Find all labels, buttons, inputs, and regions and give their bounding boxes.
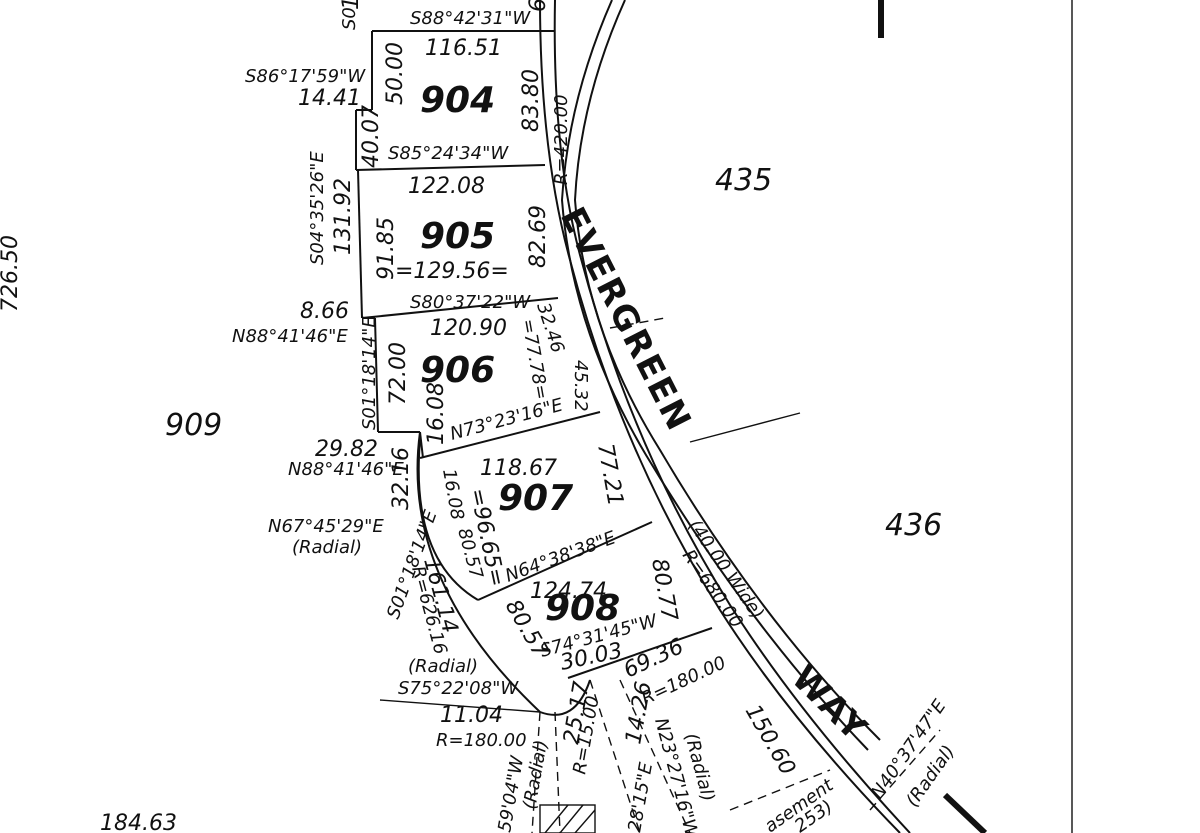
lot907-inner-dim: 16.08: [438, 467, 468, 521]
radial-dash-5: [729, 769, 831, 811]
lot906-bottom: [419, 411, 601, 459]
lot-907-label: 907: [498, 478, 573, 519]
block-435-label: 435: [715, 163, 772, 198]
lot906-inner-dim: 16.08: [424, 382, 449, 445]
lot904-left-dim: 50.00: [383, 42, 408, 105]
jog1-bearing: S86°17'59"W: [245, 66, 366, 87]
jog2-bearing: N88°41'46"E: [232, 326, 348, 347]
radial-dash-2: [554, 711, 561, 833]
lot905-top-dim: 122.08: [408, 174, 485, 199]
jog2-dist: 8.66: [300, 299, 349, 324]
west-dist: 131.92: [331, 178, 356, 255]
street-inner-edge: [539, 0, 901, 833]
lot908-top-dim: 124.74: [530, 579, 607, 604]
lot907-bottom: [477, 521, 653, 601]
lot906-left-dim: 72.00: [386, 342, 411, 405]
top-s03: S0: [339, 7, 360, 30]
radial-dash-6: [869, 729, 941, 811]
lot905-left-dim: 91.85: [374, 217, 399, 280]
lot908-bottom: [567, 627, 713, 679]
hatched-parcel: [539, 804, 596, 833]
street-far-edge-2: [560, 0, 869, 751]
rad5-bearing: 28'15"E: [624, 760, 657, 833]
lot905-west-b: [357, 169, 363, 319]
lot907-bottom-bearing: N64°38'38"E: [503, 527, 620, 587]
frontage-dim: 150.60: [740, 701, 800, 780]
lot907-right-dim: 77.21: [592, 442, 628, 508]
lot905-bottom-bearing: S80°37'22"W: [410, 292, 531, 313]
top-18: 18: [339, 0, 364, 10]
lot907-left-dim: 32.16: [389, 447, 414, 510]
street-outer-edge: [553, 0, 911, 833]
top-6: 6: [526, 0, 551, 12]
lot-904-label: 904: [420, 80, 495, 121]
lot905-bottom: [361, 297, 559, 319]
block-909-label: 909: [165, 408, 222, 443]
lot907-top-dim: 118.67: [480, 456, 557, 481]
jog3-bearing: N88°41'46"E: [288, 459, 404, 480]
radial-dash-1: [531, 711, 541, 833]
lot-905-label: 905: [420, 216, 495, 257]
street-radius-inner: R=420.00: [551, 94, 572, 185]
lot-908-label: 908: [545, 588, 620, 629]
radial-dash-4: [619, 679, 691, 833]
radial-dash-3: [589, 679, 641, 833]
lot-rear-arc: [417, 439, 479, 601]
west-bearing: S04°35'26"E: [307, 151, 328, 265]
bottom-left-dim: 184.63: [100, 811, 177, 833]
lot904-bottom-bearing: S85°24'34"W: [388, 143, 509, 164]
west-edge-tick: [379, 699, 541, 713]
lot906-west: [374, 317, 379, 433]
radial1-note: (Radial): [292, 537, 362, 558]
lot906-inner: [419, 431, 424, 459]
lot906-top-dim: 120.90: [430, 316, 507, 341]
lot906-arc2: 45.32: [570, 360, 591, 412]
culdesac-dist: 14.26: [621, 680, 657, 746]
radial1-bearing: N67°45'29"E: [268, 516, 384, 537]
lot904-right-dim: 83.80: [519, 69, 544, 132]
radial2-note: (Radial): [408, 656, 478, 677]
lot903-bearing: S88°42'31"W: [410, 8, 531, 29]
lot904-top-dim: 116.51: [425, 36, 502, 61]
lot905-chord: =129.56=: [395, 259, 509, 284]
culdesac-arc: [539, 679, 591, 716]
lot-906-label: 906: [420, 350, 495, 391]
west-total-dim: 726.50: [0, 235, 23, 312]
street-name-way: WAY: [784, 658, 876, 750]
block-divider-435-436: [689, 412, 801, 443]
curve-dist: 11.04: [440, 703, 503, 728]
radial2-bearing: S75°22'08"W: [398, 678, 519, 699]
curve-radius: R=180.00: [436, 730, 527, 751]
block-436-label: 436: [885, 508, 942, 543]
street-far-edge: [573, 0, 881, 741]
jog1-dist: 14.41: [298, 86, 361, 111]
lot906-left-bearing: S01°18'14"E: [359, 316, 380, 430]
west-curve: [416, 431, 541, 713]
lot906-bottom-bearing: N73°23'16"E: [448, 394, 566, 444]
lot905-right-dim: 82.69: [526, 205, 551, 268]
lot905-leftjog-dim: 40.07: [359, 105, 384, 168]
dashed-extension: [609, 317, 666, 329]
heavy-monument-line-bottom: [942, 792, 988, 833]
lot904-bottom: [355, 164, 546, 171]
jog3-dist: 29.82: [315, 437, 378, 462]
